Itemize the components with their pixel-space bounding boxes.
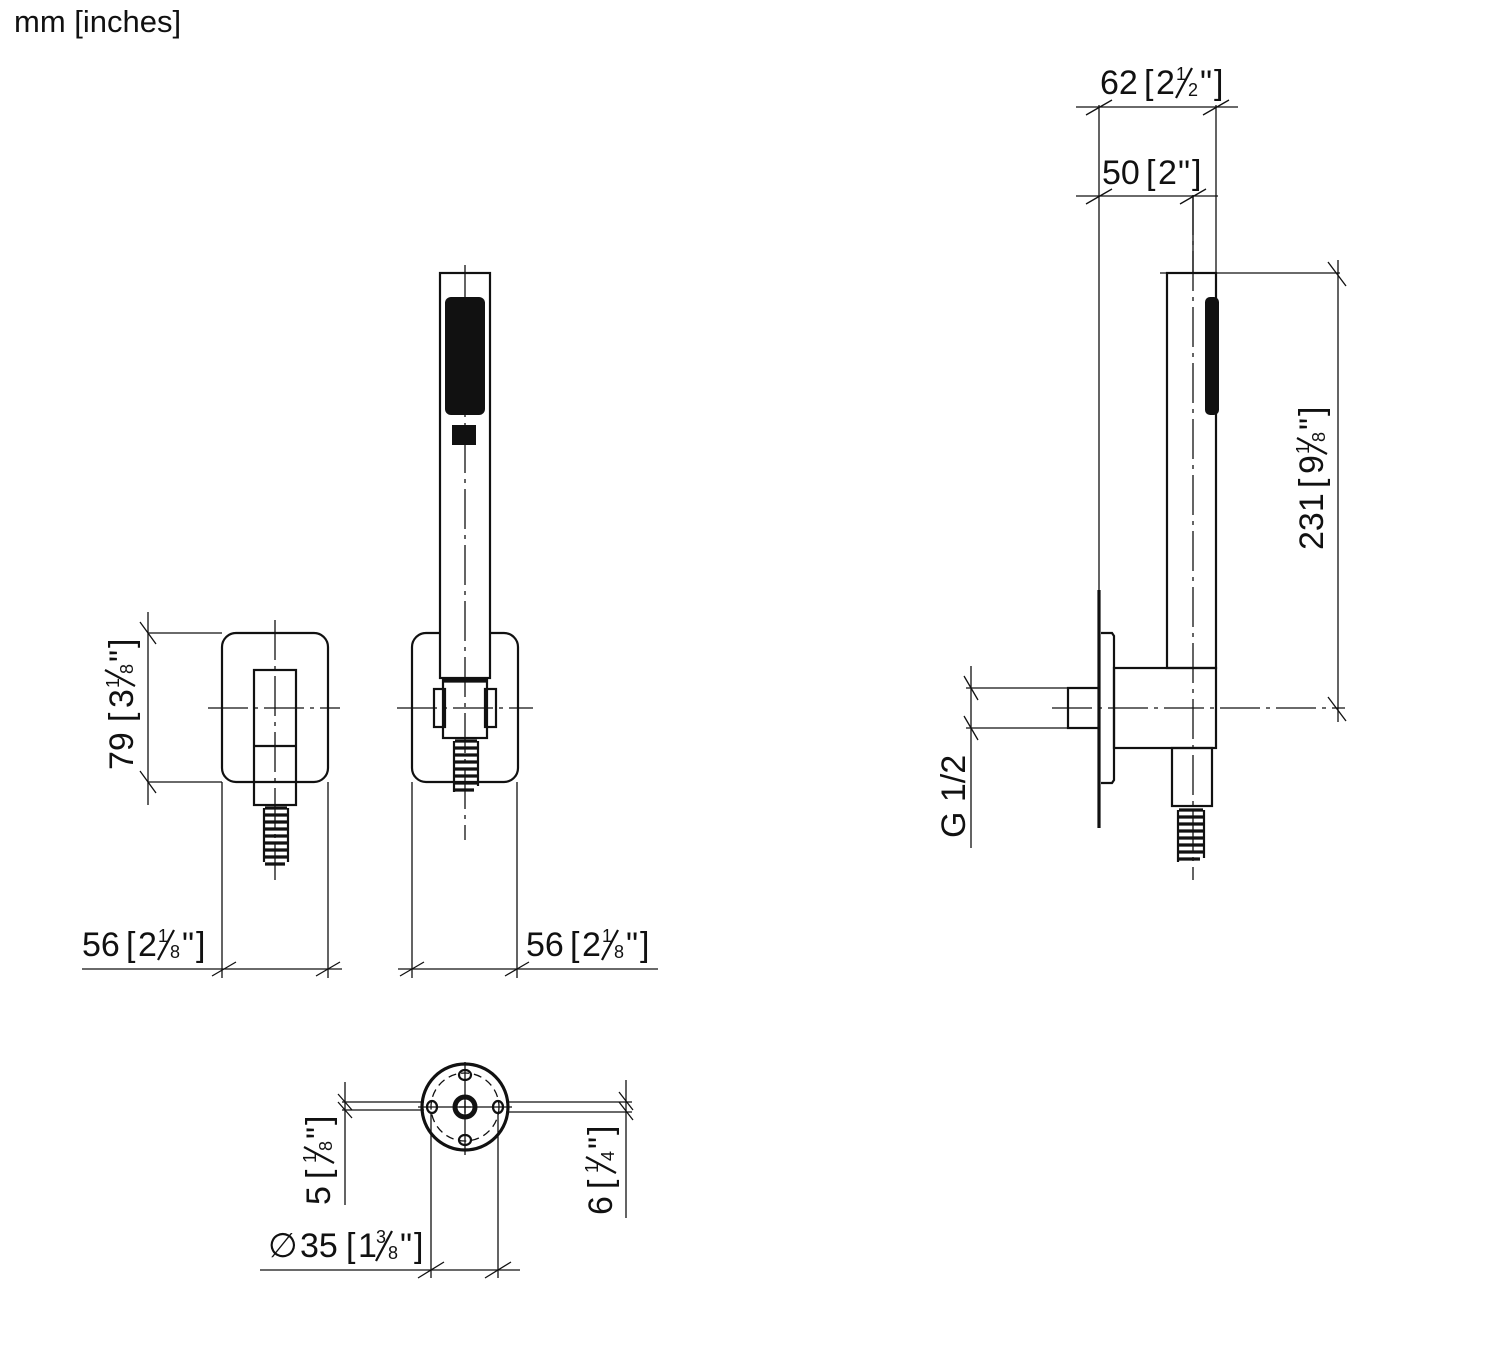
svg-text:]: ]: [103, 639, 141, 648]
svg-text:231: 231: [1293, 493, 1331, 550]
thread-label: G 1/2: [935, 755, 973, 838]
overall-depth-dim: 62 [ 2 1 2 " ]: [1100, 64, 1223, 102]
svg-text:3: 3: [376, 1227, 386, 1247]
svg-text:1: 1: [158, 926, 168, 946]
svg-text:1: 1: [1293, 444, 1313, 454]
svg-text:]: ]: [414, 1227, 423, 1265]
svg-text:": ": [626, 926, 638, 964]
svg-text:": ": [1293, 418, 1331, 430]
svg-text:8: 8: [170, 942, 180, 962]
bracket-height-dim: 79 [ 3 1 8 " ]: [103, 639, 141, 770]
hose-spiral: [1176, 808, 1206, 862]
svg-text:1: 1: [358, 1227, 377, 1265]
svg-text:8: 8: [614, 942, 624, 962]
svg-text:8: 8: [388, 1243, 398, 1263]
svg-text:]: ]: [640, 926, 649, 964]
left-offset-dim: 5 [ 1 8 " ]: [300, 1116, 338, 1205]
svg-text:50: 50: [1102, 154, 1140, 192]
svg-text:1: 1: [582, 1163, 602, 1173]
svg-text:∅: ∅: [268, 1227, 298, 1265]
svg-text:35: 35: [300, 1227, 338, 1265]
svg-text:": ": [1200, 64, 1212, 102]
svg-text:": ": [400, 1227, 412, 1265]
right-offset-dim: 6 [ 1 4 " ]: [582, 1126, 620, 1215]
svg-text:]: ]: [1192, 154, 1201, 192]
svg-text:[: [: [300, 1169, 338, 1179]
svg-text:9: 9: [1293, 455, 1331, 474]
hose-spiral: [452, 739, 480, 792]
shower-width-dim: 56 [ 2 1 8 " ]: [526, 926, 649, 964]
spray-nozzle-grid: [445, 297, 485, 445]
svg-text:56: 56: [526, 926, 564, 964]
svg-text:2: 2: [1156, 64, 1175, 102]
svg-text:]: ]: [582, 1126, 620, 1135]
svg-text:": ": [582, 1137, 620, 1149]
svg-text:1: 1: [300, 1153, 320, 1163]
svg-text:[: [: [126, 926, 136, 964]
svg-text:]: ]: [1293, 407, 1331, 416]
svg-text:1: 1: [1176, 64, 1186, 84]
svg-text:[: [: [346, 1227, 356, 1265]
svg-text:]: ]: [196, 926, 205, 964]
svg-text:]: ]: [300, 1116, 338, 1125]
svg-text:G 1/2: G 1/2: [935, 755, 973, 838]
svg-text:": ": [182, 926, 194, 964]
diameter-dim: ∅ 35 [ 1 3 8 " ]: [268, 1227, 423, 1265]
side-height-dim: 231 [ 9 1 8 " ]: [1293, 407, 1331, 550]
bracket-width-dim: 56 [ 2 1 8 " ]: [82, 926, 205, 964]
svg-text:2: 2: [1188, 80, 1198, 100]
svg-text:2: 2: [1158, 154, 1177, 192]
svg-text:1: 1: [602, 926, 612, 946]
svg-text:[: [: [1293, 478, 1331, 488]
side-view: 62 [ 2 1 2 " ] 50 [ 2 " ] 231 [ 9 1: [935, 64, 1347, 880]
svg-text:4: 4: [598, 1151, 618, 1161]
svg-text:]: ]: [1214, 64, 1223, 102]
svg-text:2: 2: [138, 926, 157, 964]
svg-text:[: [: [570, 926, 580, 964]
svg-text:6: 6: [582, 1196, 620, 1215]
svg-text:2: 2: [582, 926, 601, 964]
units-label: mm [inches]: [14, 4, 182, 39]
svg-text:[: [: [1146, 154, 1156, 192]
svg-text:[: [: [1144, 64, 1154, 102]
svg-text:8: 8: [316, 1141, 336, 1151]
svg-text:56: 56: [82, 926, 120, 964]
svg-text:": ": [103, 650, 141, 662]
mounting-plate-view: 5 [ 1 8 " ] 6 [ 1 4 " ] ∅ 35: [260, 1062, 634, 1279]
side-nozzles: [1205, 297, 1219, 415]
wall-bracket-front-view: 79 [ 3 1 8 " ] 56 [ 2 1 8 " ]: [82, 612, 342, 978]
svg-text:8: 8: [1309, 432, 1329, 442]
svg-text:[: [: [103, 712, 141, 722]
svg-text:": ": [1178, 154, 1190, 192]
hose-spiral: [262, 806, 290, 866]
svg-text:[: [: [582, 1179, 620, 1189]
shower-depth-dim: 50 [ 2 " ]: [1102, 154, 1201, 192]
svg-text:": ": [300, 1127, 338, 1139]
svg-text:3: 3: [103, 689, 141, 708]
svg-text:62: 62: [1100, 64, 1138, 102]
svg-text:79: 79: [103, 732, 141, 770]
svg-text:1: 1: [103, 678, 123, 688]
svg-text:5: 5: [300, 1186, 338, 1205]
hand-shower-front-view: 56 [ 2 1 8 " ]: [397, 265, 658, 978]
svg-text:8: 8: [117, 664, 137, 674]
